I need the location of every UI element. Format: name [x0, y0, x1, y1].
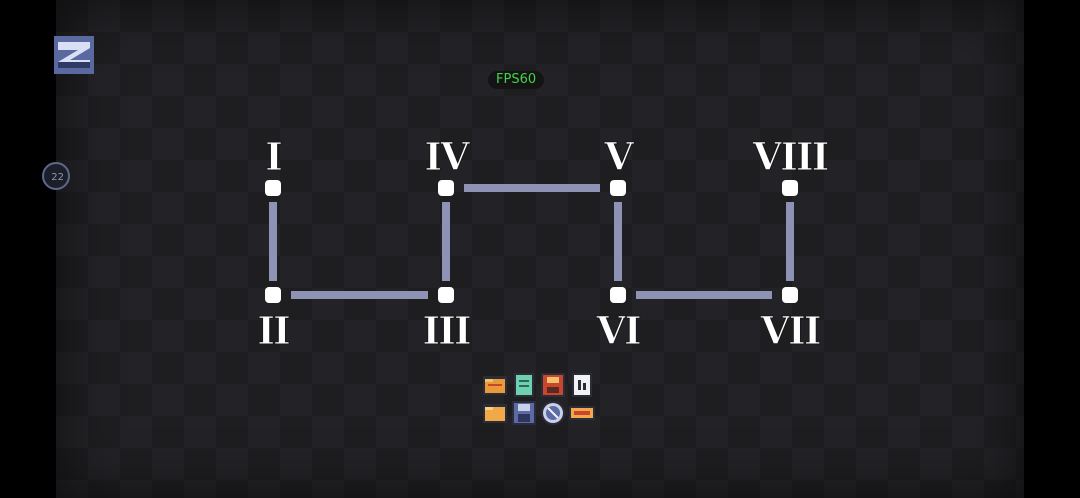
level-node-I[interactable]	[265, 180, 281, 196]
ticket-button[interactable]	[569, 400, 595, 426]
level-node-VII[interactable]	[782, 287, 798, 303]
folder-button[interactable]	[482, 400, 508, 426]
folder-open-button[interactable]	[482, 372, 508, 398]
level-label-VII[interactable]: VII	[759, 308, 823, 354]
compass-icon	[541, 401, 565, 425]
level-node-IV[interactable]	[438, 180, 454, 196]
folder-icon	[483, 404, 507, 423]
file-info-icon	[572, 373, 592, 397]
level-label-IV[interactable]: IV	[424, 134, 474, 180]
toolbar	[482, 372, 602, 428]
compass-button[interactable]	[540, 400, 566, 426]
level-node-V[interactable]	[610, 180, 626, 196]
level-node-III[interactable]	[438, 287, 454, 303]
fps-counter: FPS60	[488, 71, 545, 89]
floppy-disk-button[interactable]	[511, 400, 537, 426]
app-logo-icon[interactable]	[54, 36, 94, 74]
nodes-layer	[265, 180, 798, 303]
level-node-VIII[interactable]	[782, 180, 798, 196]
side-handle-text: 22	[51, 172, 64, 183]
level-label-VI[interactable]: VI	[595, 308, 643, 354]
level-label-III[interactable]: III	[422, 308, 474, 354]
document-button[interactable]	[511, 372, 537, 398]
level-label-V[interactable]: V	[603, 134, 638, 180]
document-icon	[514, 373, 534, 397]
level-label-II[interactable]: II	[257, 308, 293, 354]
links-layer	[269, 184, 794, 299]
save-red-button[interactable]	[540, 372, 566, 398]
folder-open-icon	[483, 376, 507, 395]
side-menu-handle[interactable]: 22	[42, 162, 70, 190]
level-node-II[interactable]	[265, 287, 281, 303]
file-info-button[interactable]	[569, 372, 595, 398]
floppy-disk-icon	[512, 401, 536, 425]
level-label-I[interactable]: I	[265, 134, 285, 180]
ticket-icon	[569, 406, 595, 420]
save-red-icon	[541, 373, 565, 397]
level-label-VIII[interactable]: VIII	[751, 134, 831, 180]
level-node-VI[interactable]	[610, 287, 626, 303]
fps-text: FPS60	[496, 72, 537, 87]
